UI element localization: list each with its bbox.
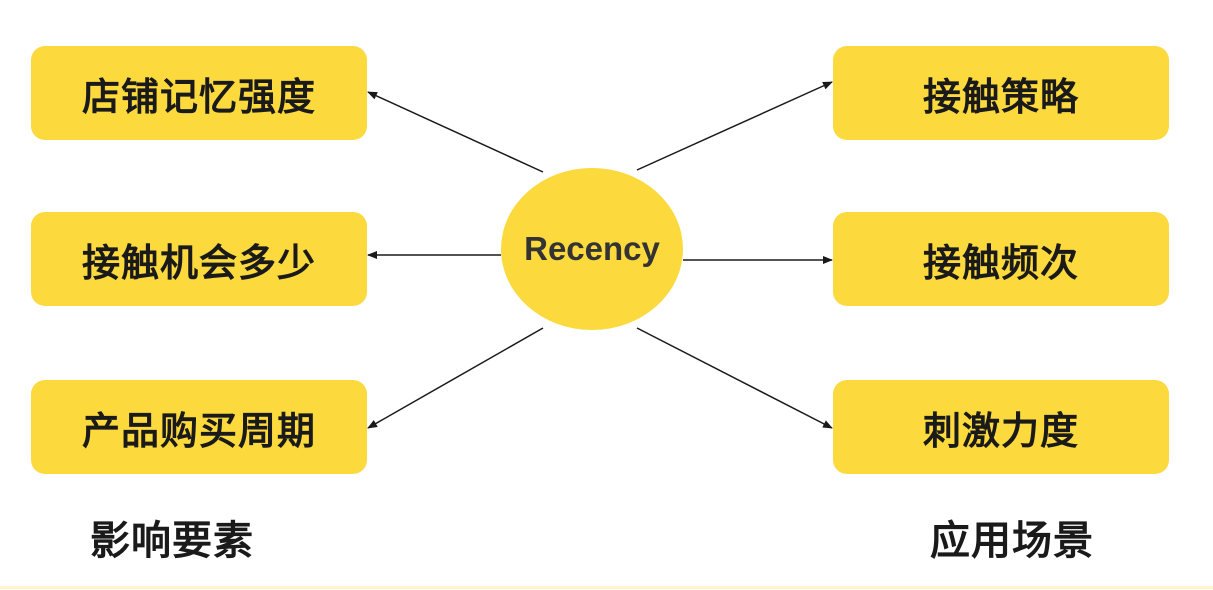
caption-influencing-factors: 影响要素 [90, 518, 254, 564]
arrow-to-right-box-3 [636, 327, 833, 429]
left-box-label: 店铺记忆强度 [81, 74, 316, 119]
right-box-contact-strategy: 接触策略 [833, 46, 1169, 140]
center-label: Recency [524, 230, 660, 267]
right-box-label: 刺激力度 [922, 408, 1079, 453]
caption-application-scenarios: 应用场景 [930, 518, 1094, 564]
right-box-label: 接触频次 [922, 240, 1079, 285]
left-box-label: 接触机会多少 [81, 240, 316, 285]
bottom-divider [0, 586, 1213, 589]
right-box-contact-frequency: 接触频次 [833, 212, 1169, 306]
arrow-to-left-box-1 [367, 91, 544, 173]
right-box-label: 接触策略 [922, 74, 1079, 119]
arrow-to-right-box-1 [636, 81, 833, 171]
right-box-stimulus-intensity: 刺激力度 [833, 380, 1169, 474]
left-box-memory-strength: 店铺记忆强度 [31, 46, 367, 140]
left-box-purchase-cycle: 产品购买周期 [31, 380, 367, 474]
left-box-label: 产品购买周期 [81, 408, 316, 453]
center-recency-node: Recency [501, 168, 683, 330]
left-box-contact-opportunity: 接触机会多少 [31, 212, 367, 306]
arrow-to-left-box-3 [367, 327, 544, 429]
